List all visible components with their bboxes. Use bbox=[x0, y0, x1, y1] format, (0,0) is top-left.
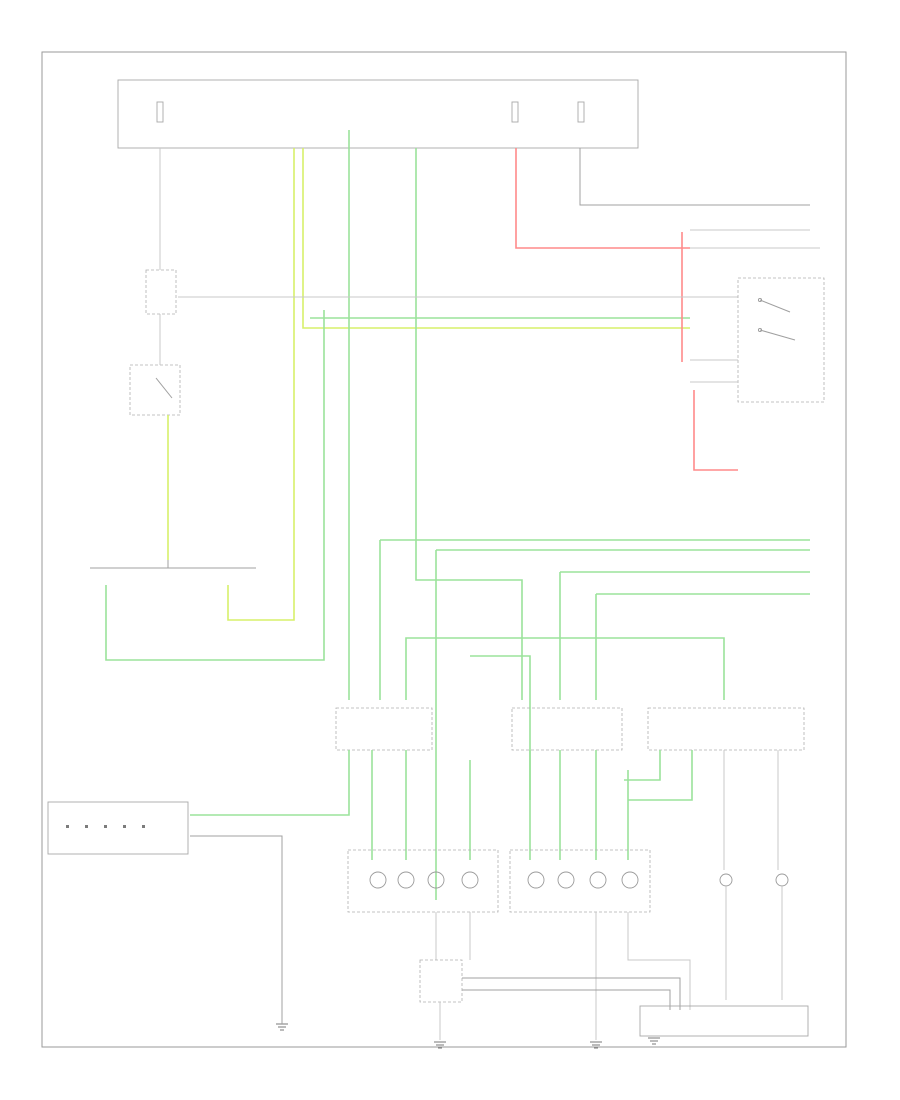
loop-green-1 bbox=[405, 637, 725, 700]
rear-connector bbox=[639, 1005, 809, 1037]
brake-switch bbox=[129, 364, 181, 416]
lamp-bulb-icon bbox=[527, 871, 639, 889]
relay-out-8 bbox=[624, 750, 661, 781]
stop-lamp-switch bbox=[145, 269, 177, 315]
right-rear-lamp bbox=[509, 849, 651, 913]
wire-yellow-1 bbox=[227, 148, 295, 621]
diagram-frame bbox=[41, 51, 847, 1048]
loop-green-2 bbox=[470, 655, 531, 800]
switch-contact-icon bbox=[757, 297, 796, 341]
wire-red-1 bbox=[515, 148, 690, 249]
lamp-bulb-icon bbox=[369, 871, 479, 889]
fuse-relay-box bbox=[117, 79, 639, 149]
wire-black-1 bbox=[579, 148, 810, 206]
lower-wire-6 bbox=[462, 989, 671, 1010]
trailer-wire bbox=[190, 835, 283, 948]
ground-junction bbox=[419, 959, 463, 1003]
trailer-module bbox=[47, 801, 189, 855]
lamp-bulb-icon bbox=[719, 873, 789, 887]
left-rear-lamp bbox=[347, 849, 499, 913]
switch-contact-icon bbox=[155, 377, 173, 399]
ground-symbol-icon bbox=[276, 1023, 660, 1049]
right-turn-relay bbox=[511, 707, 623, 751]
wire-red-3 bbox=[693, 390, 738, 471]
connector-pin-icon bbox=[66, 825, 145, 828]
left-turn-relay bbox=[335, 707, 433, 751]
lower-wire-4 bbox=[627, 912, 691, 1010]
relay-out-9 bbox=[628, 750, 693, 801]
wire-green-2 bbox=[415, 148, 523, 700]
wire-green-3 bbox=[105, 310, 325, 661]
relay-out-12 bbox=[190, 750, 350, 816]
fuse-icon bbox=[156, 101, 585, 123]
hazard-switch bbox=[647, 707, 805, 751]
switch-assembly bbox=[737, 277, 825, 403]
wire-yellow-2 bbox=[302, 148, 690, 329]
lower-wire-5 bbox=[462, 977, 681, 1010]
